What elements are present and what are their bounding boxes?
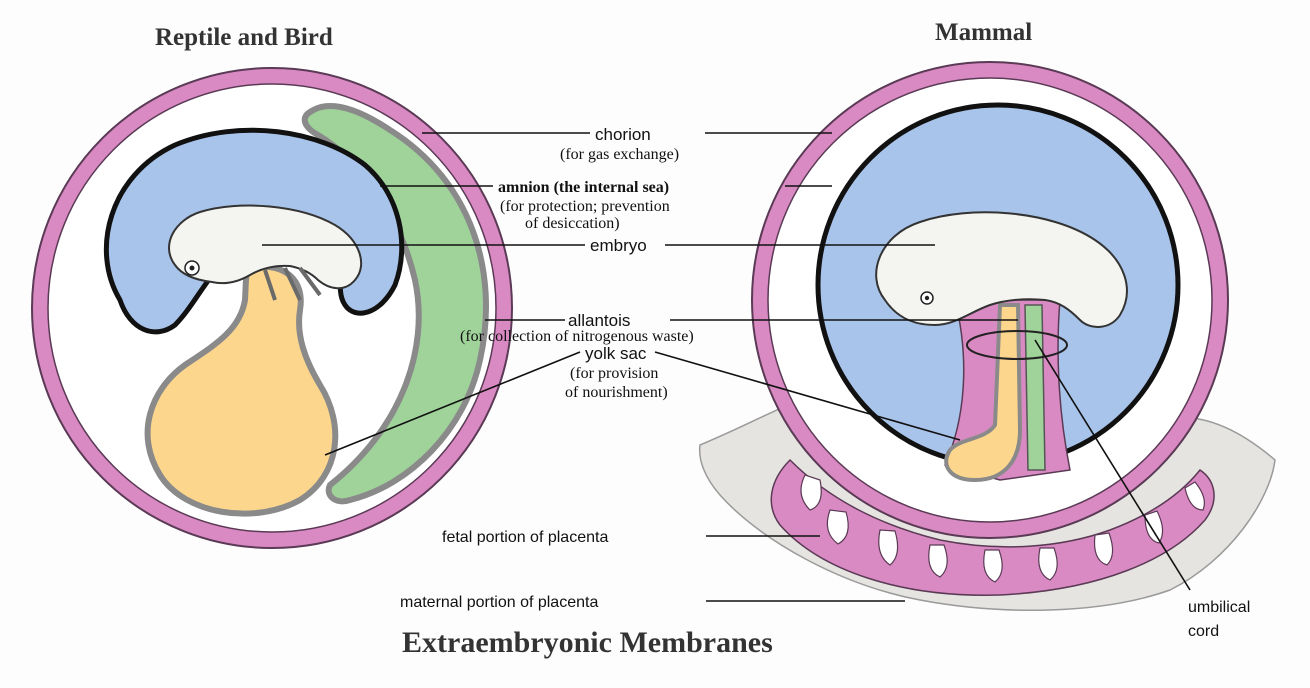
label-cord: cord: [1188, 623, 1219, 640]
right-embryo-pupil: [925, 296, 929, 300]
label-maternal-placenta: maternal portion of placenta: [400, 594, 598, 611]
title-reptile-bird: Reptile and Bird: [155, 24, 333, 51]
label-chorion: chorion: [595, 125, 651, 144]
label-chorion-note: (for gas exchange): [560, 146, 679, 163]
label-umbilical: umbilical: [1188, 599, 1250, 616]
title-extraembryonic-membranes: Extraembryonic Membranes: [402, 626, 773, 659]
mammal-placenta: [700, 62, 1275, 610]
label-yolk-note-1: (for provision: [570, 365, 658, 382]
label-yolk-sac: yolk sac: [585, 344, 647, 363]
label-amnion-note-2: of desiccation): [525, 215, 620, 232]
left-embryo-pupil: [190, 266, 195, 271]
title-mammal: Mammal: [935, 19, 1032, 46]
label-amnion: amnion (the internal sea): [498, 179, 669, 196]
label-embryo: embryo: [590, 236, 647, 255]
label-yolk-note-2: of nourishment): [565, 384, 668, 401]
reptile-bird-egg: [32, 68, 512, 548]
right-allantois: [1025, 305, 1045, 470]
label-amnion-note-1: (for protection; prevention: [500, 198, 670, 215]
label-allantois-note: (for collection of nitrogenous waste): [460, 328, 694, 345]
label-fetal-placenta: fetal portion of placenta: [442, 529, 608, 546]
